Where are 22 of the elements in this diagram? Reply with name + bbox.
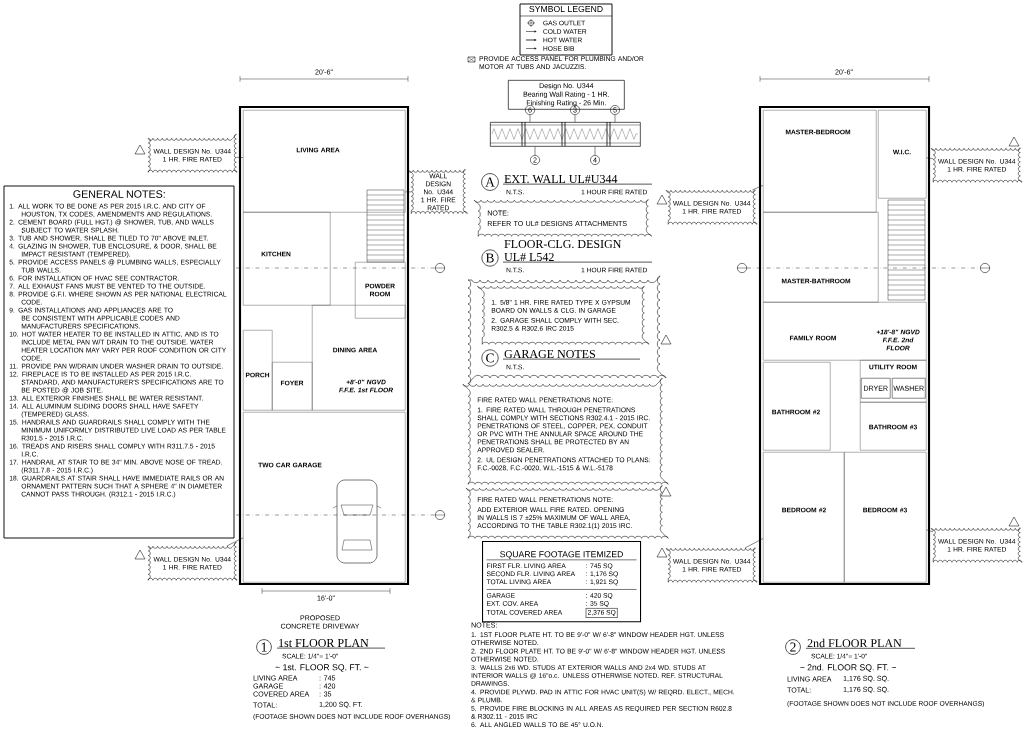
plan-title: 1st FLOOR PLAN — [276, 639, 386, 649]
leader-line — [926, 157, 934, 160]
leader-line — [744, 538, 764, 549]
leader-line — [752, 185, 764, 191]
area-heading: ~ 2nd. FLOOR SQ. FT. ~ — [800, 664, 896, 672]
leader-line — [594, 146, 596, 156]
wall-section-drawing — [489, 121, 641, 147]
leader-line — [534, 146, 536, 156]
leader-line — [226, 537, 244, 547]
plan-number: 2 — [785, 639, 801, 655]
area-heading: ~ 1st. FLOOR SQ. FT. ~ — [275, 664, 369, 672]
plan-title: 2nd FLOOR PLAN — [805, 638, 916, 649]
section-title: EXT. WALL UL#U344 — [502, 174, 653, 185]
leader-line — [405, 191, 412, 193]
section-title: GARAGE NOTES — [502, 349, 641, 360]
leader-line — [926, 529, 934, 533]
leader-line — [529, 114, 531, 123]
leader-line — [574, 114, 576, 123]
leader-line — [236, 157, 244, 158]
plan-number: 1 — [256, 639, 272, 655]
section-title: UL# L542 — [502, 252, 653, 263]
leader-line — [614, 114, 616, 123]
